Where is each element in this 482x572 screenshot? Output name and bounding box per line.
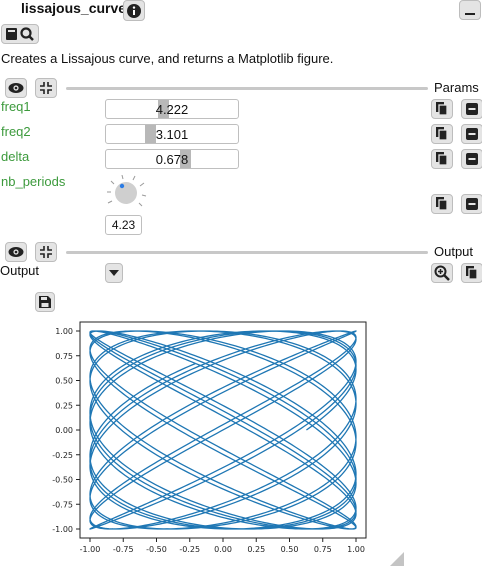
chart-svg: -1.00 -0.75 -0.50 -0.25 0.00 0.25 0.50 0.75 1.00… <box>52 321 367 554</box>
params-section-label: Params <box>434 80 479 95</box>
output-dropdown-button[interactable] <box>105 263 123 283</box>
knob-indicator <box>119 183 125 189</box>
y-tick-label: 0.00 <box>55 426 73 435</box>
zoom-in-icon <box>434 265 450 281</box>
dropdown-icon <box>109 270 119 276</box>
copy-icon <box>436 197 448 211</box>
x-tick-label: 0.50 <box>281 545 299 554</box>
freq1-slider[interactable]: 4.222 <box>105 99 239 119</box>
doc-search-icon <box>6 27 34 41</box>
output-visibility-toggle[interactable] <box>5 242 27 262</box>
output-section-label: Output <box>434 244 474 259</box>
freq2-copy-button[interactable] <box>431 124 453 144</box>
param-label-freq2: freq2 <box>1 124 31 139</box>
param-label-delta: delta <box>1 149 30 164</box>
slider-handle[interactable] <box>145 125 156 143</box>
x-tick-label: -0.50 <box>146 545 167 554</box>
series-line <box>89 330 357 530</box>
y-tick-label: -0.50 <box>52 476 73 485</box>
save-icon <box>39 296 51 308</box>
params-divider <box>66 87 428 90</box>
x-tick-label: -1.00 <box>80 545 101 554</box>
output-copy-button[interactable] <box>461 263 482 283</box>
y-tick-label: -0.75 <box>52 500 73 509</box>
doc-search-button[interactable] <box>1 24 39 44</box>
lissajous-plot: -1.00 -0.75 -0.50 -0.25 0.00 0.25 0.50 0.75 1.00… <box>40 318 380 558</box>
function-title: lissajous_curve <box>21 0 127 16</box>
delta-reset-button[interactable] <box>461 149 482 169</box>
collapse-icon <box>40 82 52 94</box>
y-tick-label: -1.00 <box>52 525 73 534</box>
x-tick-label: -0.75 <box>113 545 134 554</box>
info-button[interactable] <box>123 0 145 21</box>
freq1-reset-button[interactable] <box>461 99 482 119</box>
y-tick-label: 0.50 <box>55 377 73 386</box>
info-icon <box>127 3 141 18</box>
output-collapse-button[interactable] <box>35 242 57 262</box>
x-tick-label: 1.00 <box>347 545 365 554</box>
delta-copy-button[interactable] <box>431 149 453 169</box>
freq2-slider[interactable]: 3.101 <box>105 124 239 144</box>
delta-slider[interactable]: 0.678 <box>105 149 239 169</box>
function-description: Creates a Lissajous curve, and returns a… <box>1 51 334 66</box>
eye-icon <box>8 247 24 257</box>
minimize-icon <box>465 13 475 15</box>
param-label-freq1: freq1 <box>1 99 31 114</box>
freq2-reset-button[interactable] <box>461 124 482 144</box>
freq1-copy-button[interactable] <box>431 99 453 119</box>
copy-icon <box>436 152 448 166</box>
y-tick-label: 0.25 <box>55 401 73 410</box>
nb-periods-knob[interactable] <box>107 175 147 209</box>
output-divider <box>66 251 428 254</box>
x-tick-label: 0.25 <box>247 545 265 554</box>
x-tick-label: 0.00 <box>214 545 232 554</box>
delta-value: 0.678 <box>155 152 189 167</box>
resize-handle[interactable] <box>390 552 404 566</box>
param-label-nb-periods: nb_periods <box>1 174 66 189</box>
reset-icon <box>466 153 478 165</box>
freq2-value: 3.101 <box>155 127 189 142</box>
output-field-label: Output <box>0 263 40 278</box>
nb-periods-input[interactable]: 4.23 <box>105 215 142 235</box>
params-visibility-toggle[interactable] <box>5 78 27 98</box>
y-tick-label: 0.75 <box>55 352 73 361</box>
x-tick-label: 0.75 <box>314 545 332 554</box>
params-collapse-button[interactable] <box>35 78 57 98</box>
zoom-button[interactable] <box>431 263 453 283</box>
freq1-value: 4.222 <box>155 102 189 117</box>
y-tick-label: 1.00 <box>55 327 73 336</box>
copy-icon <box>436 102 448 116</box>
copy-icon <box>436 127 448 141</box>
reset-icon <box>466 103 478 115</box>
minimize-button[interactable] <box>459 0 481 20</box>
nb-periods-copy-button[interactable] <box>431 194 453 214</box>
x-tick-label: -0.25 <box>179 545 200 554</box>
save-figure-button[interactable] <box>35 292 55 312</box>
nb-periods-reset-button[interactable] <box>461 194 482 214</box>
slider-handle[interactable] <box>180 150 191 168</box>
eye-icon <box>8 83 24 93</box>
copy-icon <box>466 266 478 280</box>
reset-icon <box>466 198 478 210</box>
slider-handle[interactable] <box>158 100 169 118</box>
collapse-icon <box>40 246 52 258</box>
y-tick-label: -0.25 <box>52 451 73 460</box>
reset-icon <box>466 128 478 140</box>
